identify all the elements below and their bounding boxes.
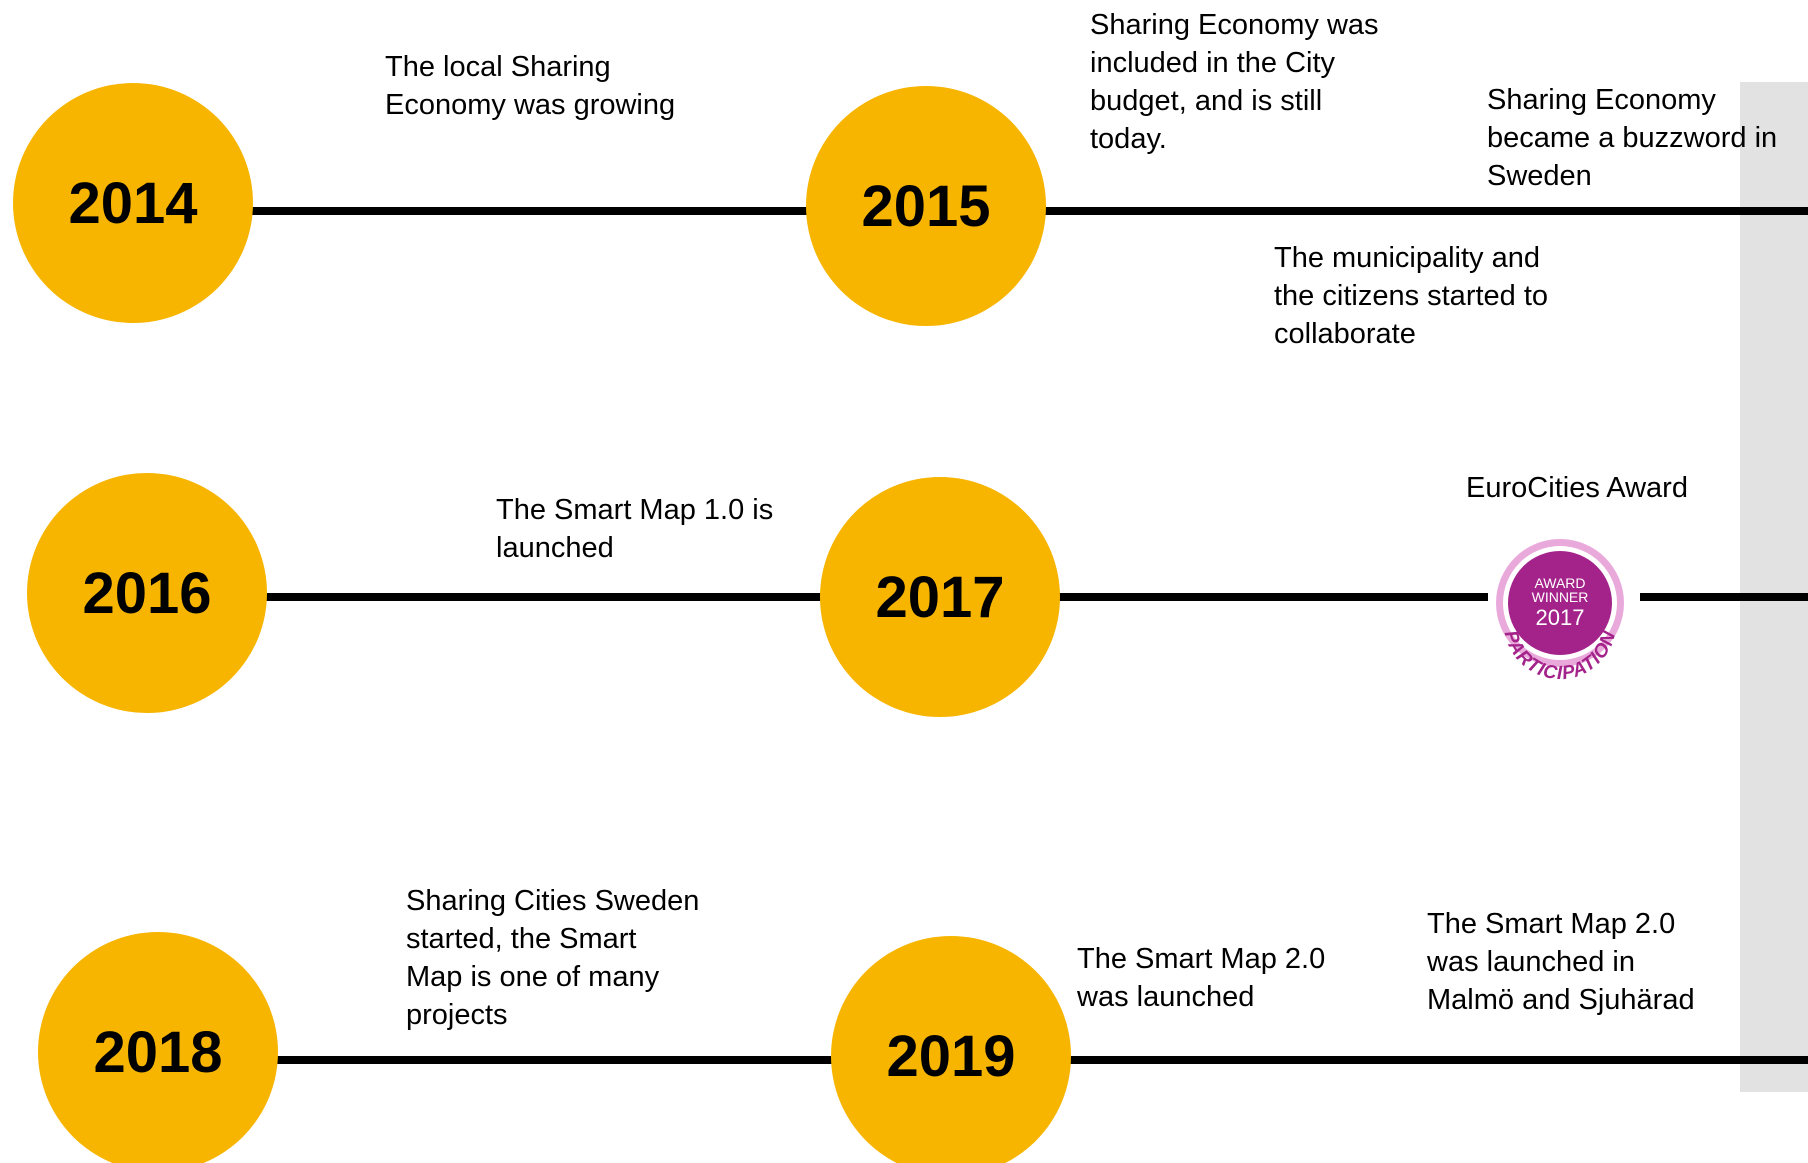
- year-label-2017: 2017: [875, 564, 1005, 630]
- year-circle-2019: 2019: [831, 936, 1071, 1163]
- year-label-2019: 2019: [886, 1023, 1016, 1089]
- year-circle-2016: 2016: [27, 473, 267, 713]
- note-local-sharing-economy: The local Sharing Economy was growing: [385, 51, 676, 121]
- year-circle-2017: 2017: [820, 477, 1060, 717]
- side-panel: [1740, 82, 1808, 1092]
- year-circle-2018: 2018: [38, 932, 278, 1163]
- badge-inner-circle: [1508, 551, 1612, 655]
- year-label-2018: 2018: [93, 1019, 223, 1085]
- year-circle-2015: 2015: [806, 86, 1046, 326]
- note-smart-map-1: The Smart Map 1.0 is launched: [496, 494, 774, 564]
- note-buzzword: Sharing Economy became a buzzword in Swe…: [1487, 84, 1778, 192]
- badge-winner-text: WINNER: [1532, 589, 1589, 605]
- note-municipality-collaborate: The municipality and the citizens starte…: [1274, 242, 1549, 350]
- note-smart-map-2-malmo: The Smart Map 2.0 was launched in Malmö …: [1427, 908, 1695, 1016]
- note-smart-map-2: The Smart Map 2.0 was launched: [1077, 943, 1326, 1013]
- year-label-2015: 2015: [861, 173, 991, 239]
- badge-year-text: 2017: [1536, 605, 1585, 630]
- year-circle-2014: 2014: [13, 83, 253, 323]
- year-label-2016: 2016: [82, 560, 212, 626]
- note-sharing-cities-sweden: Sharing Cities Sweden started, the Smart…: [406, 885, 700, 1031]
- badge-award-text: AWARD: [1534, 575, 1585, 591]
- note-city-budget: Sharing Economy was included in the City…: [1090, 9, 1379, 155]
- award-title: EuroCities Award: [1466, 472, 1688, 504]
- award-badge: AWARD WINNER 2017 PARTICIPATION: [1496, 539, 1624, 684]
- year-label-2014: 2014: [68, 170, 198, 236]
